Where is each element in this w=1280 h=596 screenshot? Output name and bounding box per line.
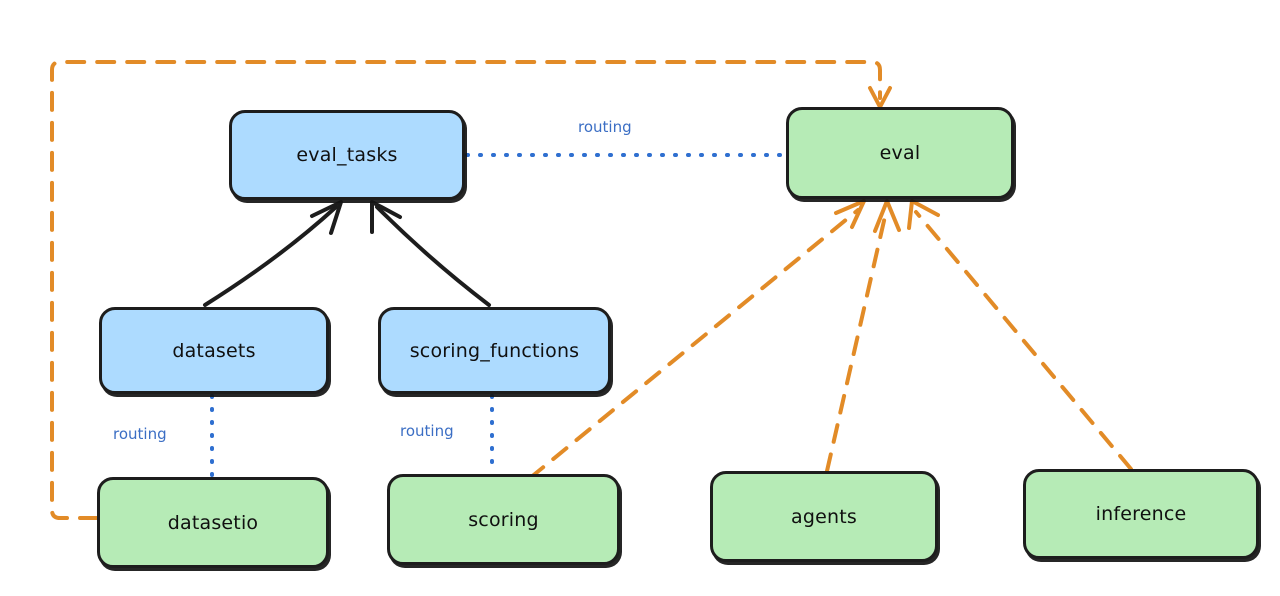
edge-inference-to-eval (907, 199, 1133, 471)
edge-label-routing-datasets-datasetio: routing (113, 425, 167, 443)
node-datasets[interactable]: datasets (99, 307, 329, 394)
node-inference[interactable]: inference (1023, 469, 1259, 559)
node-label-eval-tasks: eval_tasks (296, 144, 398, 166)
node-scoring-functions[interactable]: scoring_functions (378, 307, 611, 394)
node-label-inference: inference (1095, 503, 1187, 525)
node-label-agents: agents (791, 505, 857, 528)
node-label-scoring: scoring (468, 508, 539, 531)
node-datasetio[interactable]: datasetio (97, 477, 329, 568)
edge-scoring_functions-to-eval_tasks (370, 200, 491, 307)
edge-scoring-to-eval (528, 199, 866, 480)
edge-agents-to-eval (825, 199, 901, 473)
edge-label-routing-scoring-functions-scoring: routing (400, 422, 454, 440)
node-agents[interactable]: agents (710, 471, 938, 562)
node-label-eval: eval (879, 142, 921, 164)
node-eval-tasks[interactable]: eval_tasks (229, 110, 465, 200)
node-scoring[interactable]: scoring (387, 474, 620, 565)
node-label-scoring-functions: scoring_functions (409, 339, 580, 362)
node-eval[interactable]: eval (786, 107, 1014, 199)
node-label-datasetio: datasetio (167, 511, 259, 534)
edge-label-routing-eval-tasks-eval: routing (578, 118, 632, 136)
edge-datasets-to-eval_tasks (203, 200, 343, 307)
node-label-datasets: datasets (172, 339, 256, 362)
